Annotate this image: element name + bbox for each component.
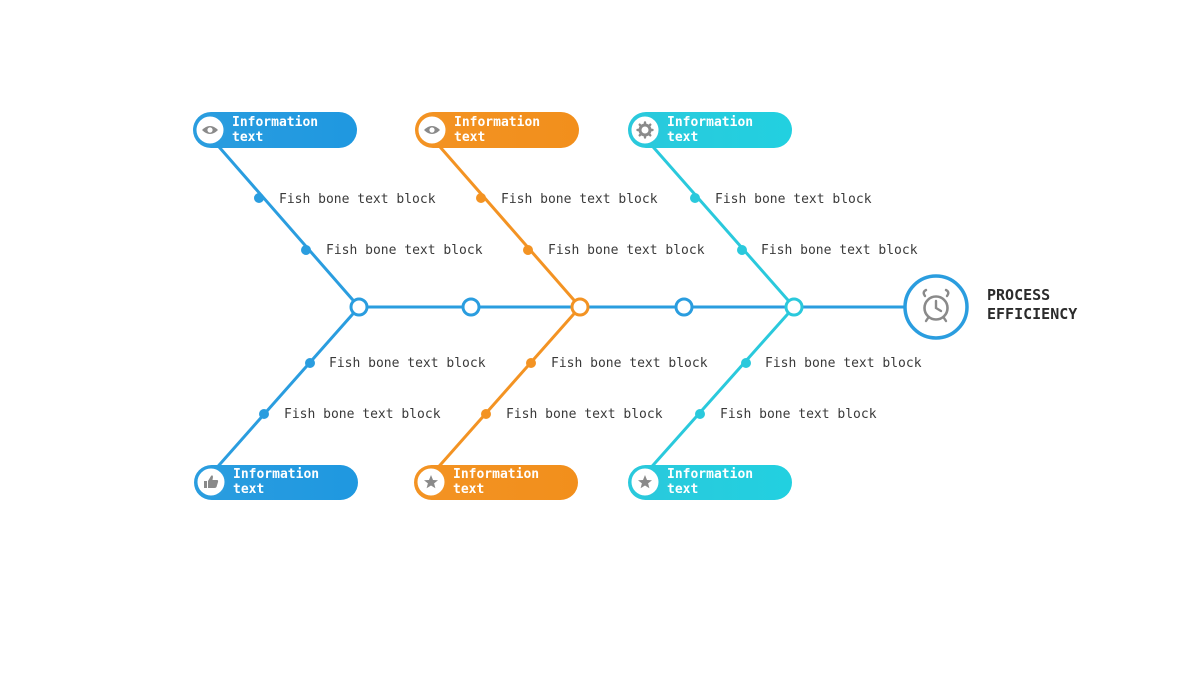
info-pill-top-cyan: Information text — [628, 112, 792, 148]
fish-head — [903, 274, 969, 340]
bone-text: Fish bone text block — [761, 243, 918, 258]
bone-text: Fish bone text block — [765, 356, 922, 371]
bone-dot — [741, 358, 751, 368]
junction-blue — [349, 297, 369, 317]
pill-label-line1: Information — [454, 115, 540, 130]
bone-upper-cyan — [645, 139, 796, 308]
eye-icon — [424, 126, 440, 134]
bone-text: Fish bone text block — [326, 243, 483, 258]
bone-lower-orange — [432, 306, 582, 473]
bone-dot — [254, 193, 264, 203]
bone-dot — [305, 358, 315, 368]
info-pill-bottom-orange: Information text — [414, 465, 578, 500]
pill-label-line1: Information — [667, 467, 753, 482]
bone-text: Fish bone text block — [715, 192, 872, 207]
star-icon — [424, 475, 438, 489]
bone-lower-cyan — [645, 306, 796, 473]
bone-text: Fish bone text block — [329, 356, 486, 371]
head-title-line1: PROCESS — [987, 286, 1050, 304]
spine-node-1 — [461, 297, 481, 317]
bone-text: Fish bone text block — [548, 243, 705, 258]
bone-dot — [476, 193, 486, 203]
pill-label-line2: text — [667, 130, 698, 145]
bone-text: Fish bone text block — [279, 192, 436, 207]
bone-text: Fish bone text block — [501, 192, 658, 207]
bone-upper-orange — [432, 139, 582, 308]
pill-label-line1: Information — [667, 115, 753, 130]
star-icon — [638, 475, 652, 489]
bone-dot — [301, 245, 311, 255]
bone-dot — [695, 409, 705, 419]
gear-icon — [636, 121, 654, 139]
pill-label-line1: Information — [453, 467, 539, 482]
bone-upper-blue — [211, 139, 361, 308]
bone-text: Fish bone text block — [284, 407, 441, 422]
bone-dot — [481, 409, 491, 419]
bone-text: Fish bone text block — [506, 407, 663, 422]
pill-label-line2: text — [233, 482, 264, 497]
bone-dot — [259, 409, 269, 419]
bone-dot — [526, 358, 536, 368]
bone-dot — [690, 193, 700, 203]
info-pill-bottom-cyan: Information text — [628, 465, 792, 500]
head-title-line2: EFFICIENCY — [987, 305, 1077, 323]
info-pill-top-blue: Information text — [193, 112, 357, 148]
bone-dot — [523, 245, 533, 255]
bone-text: Fish bone text block — [720, 407, 877, 422]
alarm-clock-icon — [922, 288, 950, 323]
pill-label-line2: text — [453, 482, 484, 497]
info-pill-bottom-blue: Information text — [194, 465, 358, 500]
bone-lower-blue — [211, 306, 361, 473]
junction-cyan — [784, 297, 804, 317]
pill-label-line1: Information — [232, 115, 318, 130]
pill-label-line1: Information — [233, 467, 319, 482]
junction-orange — [570, 297, 590, 317]
spine-node-2 — [674, 297, 694, 317]
bone-dot — [737, 245, 747, 255]
thumbs-up-icon — [204, 475, 219, 488]
pill-label-line2: text — [232, 130, 263, 145]
pill-label-line2: text — [667, 482, 698, 497]
pill-label-line2: text — [454, 130, 485, 145]
bone-text: Fish bone text block — [551, 356, 708, 371]
eye-icon — [202, 126, 218, 134]
info-pill-top-orange: Information text — [415, 112, 579, 148]
